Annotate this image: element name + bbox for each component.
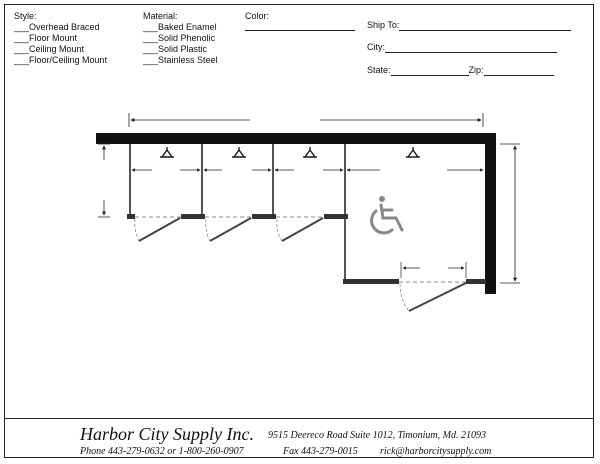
style-option-label: Floor/Ceiling Mount (29, 55, 108, 65)
material-option-label: Solid Plastic (158, 44, 208, 54)
depth-dimension (500, 143, 520, 284)
style-option-label: Ceiling Mount (29, 44, 85, 54)
toilet-fixture-icon (160, 147, 420, 158)
stall-depth-dimension (98, 143, 110, 218)
material-label: Material: (143, 11, 178, 21)
overall-width-dimension (128, 113, 484, 127)
style-option-overhead-braced[interactable]: ___Overhead Braced (14, 22, 100, 32)
stall-width-dimensions (131, 168, 484, 278)
color-label: Color: (245, 11, 270, 21)
city-field[interactable]: City: (367, 42, 557, 53)
ship-to-label: Ship To: (367, 20, 400, 30)
material-option-label: Solid Phenolic (158, 33, 216, 43)
color-field[interactable] (245, 20, 355, 31)
ship-to-field[interactable]: Ship To: (367, 20, 572, 31)
side-wall (485, 133, 496, 294)
door-swing-arcs (134, 218, 410, 312)
wheelchair-accessibility-icon (370, 196, 404, 235)
stall-doors (138, 217, 467, 312)
page-frame (4, 4, 594, 458)
partition-panels (129, 144, 346, 283)
style-label: Style: (14, 11, 37, 21)
pilasters (127, 214, 486, 284)
material-option-label: Baked Enamel (158, 22, 217, 32)
material-option-label: Stainless Steel (158, 55, 218, 65)
material-option-baked-enamel[interactable]: ___Baked Enamel (143, 22, 217, 32)
city-label: City: (367, 42, 385, 52)
style-option-floor-mount[interactable]: ___Floor Mount (14, 33, 78, 43)
material-option-solid-plastic[interactable]: ___Solid Plastic (143, 44, 208, 54)
state-label: State: (367, 65, 391, 75)
style-option-floor-ceiling-mount[interactable]: ___Floor/Ceiling Mount (14, 55, 108, 65)
back-wall (96, 133, 496, 144)
company-name: Harbor City Supply Inc. (80, 424, 254, 444)
front-line (135, 216, 466, 283)
company-address: 9515 Deereco Road Suite 1012, Timonium, … (268, 430, 486, 441)
state-field[interactable]: State: Zip: (367, 65, 554, 76)
style-option-label: Floor Mount (29, 33, 78, 43)
material-option-stainless-steel[interactable]: ___Stainless Steel (143, 55, 218, 65)
style-option-ceiling-mount[interactable]: ___Ceiling Mount (14, 44, 85, 54)
style-option-label: Overhead Braced (29, 22, 100, 32)
company-fax: Fax 443-279-0015 (283, 446, 358, 457)
company-phone: Phone 443-279-0632 or 1-800-260-0907 (80, 446, 244, 457)
zip-label: Zip: (468, 65, 484, 75)
footer-divider (4, 418, 594, 419)
company-email[interactable]: rick@harborcitysupply.com (380, 446, 492, 457)
material-option-solid-phenolic[interactable]: ___Solid Phenolic (143, 33, 216, 43)
